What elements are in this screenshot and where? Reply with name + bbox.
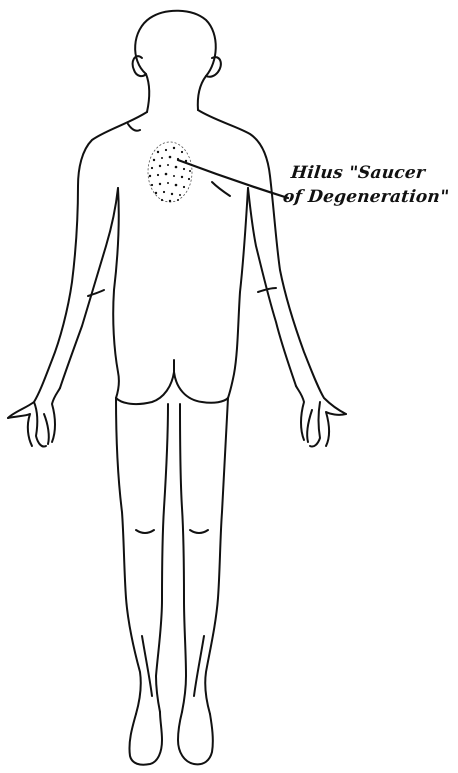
right-foot-outline xyxy=(178,712,213,764)
left-body-outline xyxy=(8,112,147,418)
left-foot-outline xyxy=(129,712,162,765)
annotation-label-line1: Hilus "Saucer xyxy=(290,163,426,183)
degeneration-region xyxy=(148,142,192,202)
right-leg-outer xyxy=(205,398,228,714)
annotation-label-line2: of Degeneration" xyxy=(282,187,450,207)
left-leg-outer xyxy=(116,398,141,714)
left-calf-mark xyxy=(142,636,152,696)
right-arm-inner-outline xyxy=(248,188,296,386)
right-knee-mark xyxy=(190,530,208,533)
left-leg-inner xyxy=(156,404,168,712)
right-body-outline xyxy=(198,110,346,414)
right-calf-mark xyxy=(194,636,204,696)
right-leg-inner xyxy=(180,404,186,712)
right-hand-outline xyxy=(296,386,346,447)
annotation-pointer-line xyxy=(178,160,288,198)
left-scapula-mark xyxy=(128,124,140,131)
buttocks-outline xyxy=(116,360,228,404)
left-arm-inner-outline xyxy=(60,188,118,388)
left-hand-outline xyxy=(8,388,60,447)
right-scapula-mark xyxy=(212,182,230,196)
left-elbow-mark xyxy=(88,290,104,296)
head-outline xyxy=(135,11,216,112)
left-knee-mark xyxy=(136,530,154,533)
torso-right-side xyxy=(228,188,248,398)
torso-left-side xyxy=(113,188,119,398)
